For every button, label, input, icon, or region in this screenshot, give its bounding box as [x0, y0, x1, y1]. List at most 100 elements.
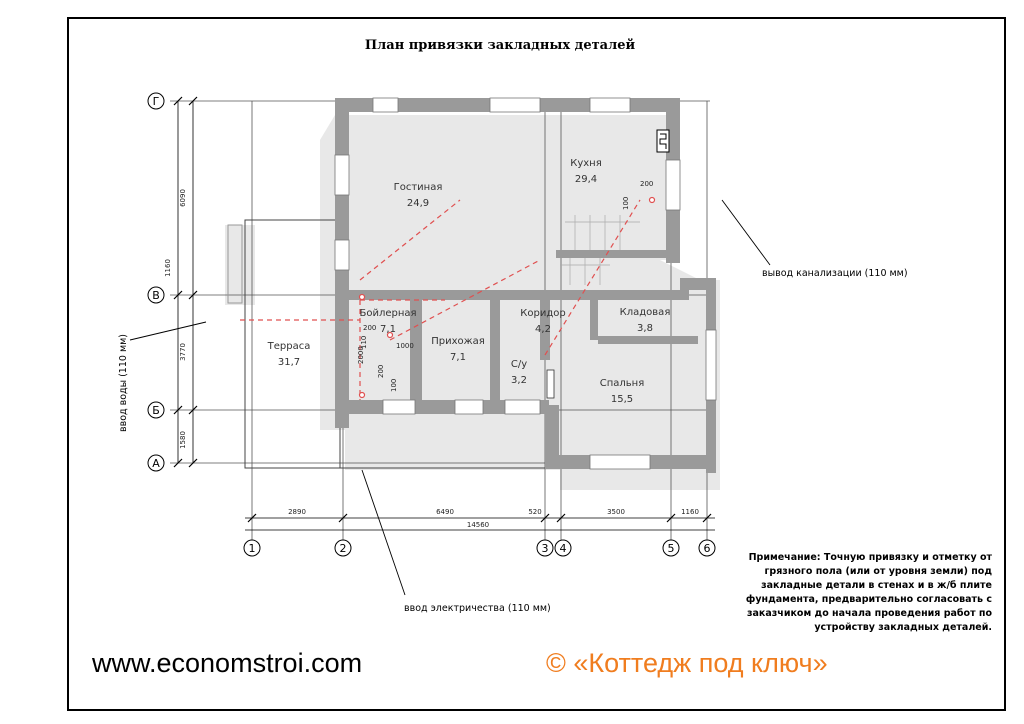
bath-fixtures	[546, 369, 555, 399]
bottom-dim-label: 2890	[288, 508, 306, 516]
note-line: грязного пола (или от уровня земли) под	[764, 566, 992, 577]
stair	[560, 215, 640, 285]
column-axis-label: 6	[704, 542, 711, 555]
bottom-dim-label: 1160	[681, 508, 699, 516]
dim-tick	[338, 513, 348, 523]
dim-tick	[188, 405, 198, 415]
row-axis-markers: Г В Б А	[147, 92, 165, 472]
dim-tick	[666, 513, 676, 523]
bottom-dimension-chain	[245, 517, 715, 531]
dim-tick	[173, 290, 183, 300]
room-name-bedroom: Спальня	[600, 378, 645, 389]
row-axis-label: Г	[153, 95, 160, 108]
room-area-bedroom: 15,5	[611, 394, 633, 405]
room-name-living: Гостиная	[394, 182, 443, 193]
bottom-dim-label: 520	[528, 508, 541, 516]
local-dim-label: 200	[640, 180, 653, 188]
left-dim-label: 6090	[179, 189, 187, 207]
row-axis-bubble	[147, 92, 165, 110]
column-axis-bubble	[334, 539, 352, 557]
local-dim-label: 1000	[396, 342, 414, 350]
room-area-boiler: 7,1	[380, 324, 396, 335]
shadow-areas	[225, 115, 720, 490]
column-axis-bubble	[662, 539, 680, 557]
column-axis-bubble	[536, 539, 554, 557]
dim-tick	[173, 96, 183, 106]
note-line: фундамента, предварительно согласовать с	[746, 594, 992, 605]
room-area-bath: 3,2	[511, 375, 527, 386]
plan-title: План привязки закладных деталей	[365, 38, 636, 53]
local-dim-label: 100	[622, 197, 630, 210]
service-routes	[240, 199, 641, 400]
row-axis-bubble	[147, 286, 165, 304]
note-block: Примечание: Точную привязку и отметку от…	[746, 552, 993, 633]
dim-tick	[173, 458, 183, 468]
row-axis-label: Б	[152, 404, 160, 417]
drawing-frame	[67, 17, 1006, 711]
dim-tick	[540, 513, 550, 523]
row-axis-bubble	[147, 454, 165, 472]
room-name-terrace: Терраса	[267, 341, 311, 352]
column-axis-bubble	[554, 539, 572, 557]
note-line: Примечание: Точную привязку и отметку от	[749, 552, 993, 563]
left-dim-label: 3770	[179, 343, 187, 361]
dim-tick	[188, 290, 198, 300]
local-dim-label: 200	[377, 365, 385, 378]
room-area-pantry: 3,8	[637, 323, 653, 334]
dim-tick	[702, 513, 712, 523]
room-labels: Гостиная24,9Кухня29,4Бойлерная7,1Прихожа…	[267, 158, 671, 405]
dim-tick	[173, 405, 183, 415]
dim-tick	[188, 458, 198, 468]
room-area-living: 24,9	[407, 198, 429, 209]
left-dim-labels: 6090 1160 3770 1580	[164, 96, 198, 468]
room-name-corridor: Коридор	[520, 308, 565, 319]
room-area-corridor: 4,2	[535, 324, 551, 335]
left-dim-label: 1580	[179, 431, 187, 449]
row-axis-label: А	[152, 457, 160, 470]
dim-tick	[188, 96, 198, 106]
total-dim-label: 14560	[467, 521, 489, 529]
room-area-hall: 7,1	[450, 352, 466, 363]
local-dim-label: 200	[363, 324, 376, 332]
chimney	[656, 129, 670, 153]
bottom-dim-label: 6490	[436, 508, 454, 516]
left-dimension-chain	[177, 101, 194, 463]
room-name-bath: С/у	[511, 359, 527, 370]
electric-callout: ввод электричества (110 мм)	[404, 603, 551, 614]
window-openings	[334, 97, 717, 470]
column-axis-bubble	[243, 539, 261, 557]
row-axis-bubble	[147, 401, 165, 419]
bottom-dim-label: 3500	[607, 508, 625, 516]
water-callout: ввод воды (110 мм)	[118, 334, 129, 432]
row-axis-label: В	[152, 289, 160, 302]
column-axis-label: 1	[249, 542, 256, 555]
dim-tick	[556, 513, 566, 523]
room-area-terrace: 31,7	[278, 357, 300, 368]
column-axis-label: 2	[340, 542, 347, 555]
room-name-hall: Прихожая	[431, 336, 485, 347]
note-line: закладные детали в стенах и в ж/б плите	[761, 580, 992, 591]
sewer-callout: вывод канализации (110 мм)	[762, 268, 908, 279]
brand-text: © «Коттедж под ключ»	[546, 648, 828, 678]
column-axis-bubble	[698, 539, 716, 557]
room-name-kitchen: Кухня	[570, 158, 602, 169]
room-name-boiler: Бойлерная	[359, 308, 416, 319]
site-url[interactable]: www.economstroi.com	[92, 648, 363, 678]
callout-leaders	[129, 199, 771, 596]
local-dim-label: 110	[360, 336, 368, 349]
local-dim-label: 100	[390, 379, 398, 392]
room-area-kitchen: 29,4	[575, 174, 597, 185]
note-line: заказчиком до начала проведения работ по	[747, 608, 992, 619]
left-dim-label: 1160	[164, 259, 172, 277]
column-axis-label: 3	[542, 542, 549, 555]
local-dim-label: 2000	[357, 346, 365, 364]
note-line: устройству закладных деталей.	[814, 622, 992, 633]
column-axis-label: 5	[668, 542, 675, 555]
room-name-pantry: Кладовая	[620, 307, 671, 318]
dim-tick	[247, 513, 257, 523]
column-axis-label: 4	[560, 542, 567, 555]
bottom-dim-labels: 2890 6490 520 3500 1160 14560	[247, 508, 712, 529]
